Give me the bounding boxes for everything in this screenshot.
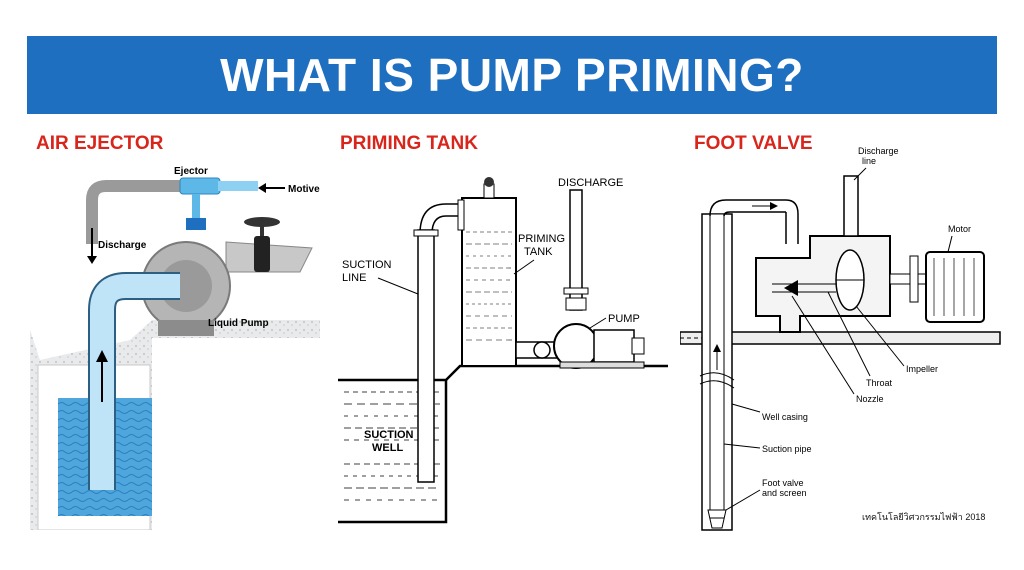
tank-vent [484,177,494,187]
discharge-pipe [843,175,859,237]
suction-pipe [90,274,180,490]
valve-wheel [244,217,280,227]
suction-leader [377,277,419,295]
pipe-bend-inner [723,211,786,217]
air-ejector-title: AIR EJECTOR [36,133,164,154]
coupling [909,255,919,303]
suction-bend-outer [419,203,462,235]
suction-pipe-label: Suction pipe [762,444,812,454]
impeller-leader [855,305,905,367]
flow-arrowhead [96,350,108,362]
valve-body [254,236,270,272]
motor [925,251,985,323]
pump-casing [553,323,599,369]
priming-tank-diagram: SUCTION WELL PRIMING TANK SUCTION LINE D… [338,177,668,524]
discharge-flange [563,287,589,295]
pump-shaft [631,337,645,355]
impeller-label: Impeller [906,364,938,374]
suction-label: SUCTION [342,259,392,271]
flow-arrowhead-up [713,344,721,352]
ejector-valve [186,218,206,230]
motive-arrowhead [258,183,266,193]
nozzle-leader [791,295,855,395]
ground-slab [680,331,1001,345]
motor-fins [933,258,975,316]
foot-valve-leader [725,489,761,511]
liquid-pump-label: Liquid Pump [208,318,269,329]
tank-label: TANK [524,246,553,258]
flow-arrowhead-top [770,202,778,210]
foot-valve [707,509,727,529]
credit-footnote: เทคโนโลยีวิศวกรรมไฟฟ้า 2018 [862,512,986,522]
motor-leader [947,235,953,253]
discharge-arrowhead [87,256,97,264]
discharge-leader [853,167,867,181]
pipe-down-outer [785,199,799,244]
ejector-body [179,177,221,195]
air-ejector-diagram: Ejector Motive Discharge Liquid Pump [30,166,320,530]
ejector-stem [192,194,200,228]
suction-well-label-1: SUCTION [364,429,414,441]
page-title: WHAT IS PUMP PRIMING? [220,49,804,101]
motive-label: Motive [288,184,320,195]
foot-valve-diagram: Discharge line Motor Impeller Throat Noz… [680,146,1001,531]
pump-motor [593,329,635,363]
title-banner: WHAT IS PUMP PRIMING? [27,36,997,114]
discharge-pipe [86,180,210,244]
break-mark-2 [699,380,735,389]
priming-tank-title: PRIMING TANK [340,133,478,154]
tank-inlet-flange [457,199,465,231]
pump-base [158,320,214,336]
nozzle-lines [772,283,836,293]
pump-leader [589,317,607,329]
break-mark-1 [699,372,735,381]
priming-tank [461,197,517,367]
shaft [889,273,927,285]
pump-label: PUMP [608,313,640,325]
valve-stem [260,226,264,238]
and-screen-label: and screen [762,488,807,498]
throat-label: Throat [866,378,893,388]
foot-valve-title: FOOT VALVE [694,133,813,154]
motor-label: Motor [948,224,971,234]
discharge-valve [565,297,587,311]
well-wall [338,380,448,524]
tank-leader [513,259,535,275]
suction-pipe-leader [723,443,761,449]
discharge-label: DISCHARGE [558,177,623,189]
tank-water [466,231,512,341]
nozzle [784,280,798,296]
suction-well-label-2: WELL [372,442,403,454]
line-label: line [862,156,876,166]
line-label: LINE [342,272,366,284]
discharge-label: Discharge [98,240,147,251]
pipe-bend-outer [709,199,786,217]
well-casing-label: Well casing [762,412,808,422]
priming-label: PRIMING [518,233,565,245]
suction-pipe [417,229,435,483]
well-casing-leader [731,403,761,413]
motive-pipe [218,181,258,191]
ejector-label: Ejector [174,166,208,177]
foot-valve-label: Foot valve [762,478,804,488]
throat-leader [827,291,871,377]
nozzle-label: Nozzle [856,394,884,404]
pump-base [559,361,645,369]
suction-flange [413,229,439,237]
discharge-label: Discharge [858,146,899,156]
outlet-valve [533,341,551,359]
